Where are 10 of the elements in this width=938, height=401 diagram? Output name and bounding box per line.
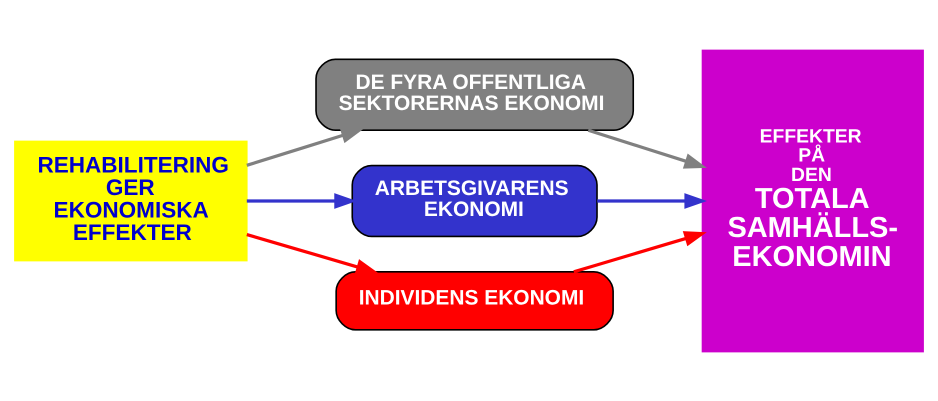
arrow	[588, 128, 707, 168]
arrow	[246, 232, 378, 274]
arrow	[246, 128, 364, 166]
node-box: INDIVIDENS EKONOMI	[335, 270, 614, 330]
node-box: ARBETSGIVARENS EKONOMI	[351, 164, 598, 237]
node-box: REHABILITERING GER EKONOMISKA EFFEKTER	[14, 140, 248, 261]
arrow	[573, 230, 707, 273]
node-box: EFFEKTER PÅ DEN TOTALA SAMHÄLLS- EKONOMIN	[702, 49, 924, 352]
node-box: DE FYRA OFFENTLIGA SEKTORERNAS EKONOMI	[315, 58, 634, 130]
arrow	[597, 192, 707, 208]
